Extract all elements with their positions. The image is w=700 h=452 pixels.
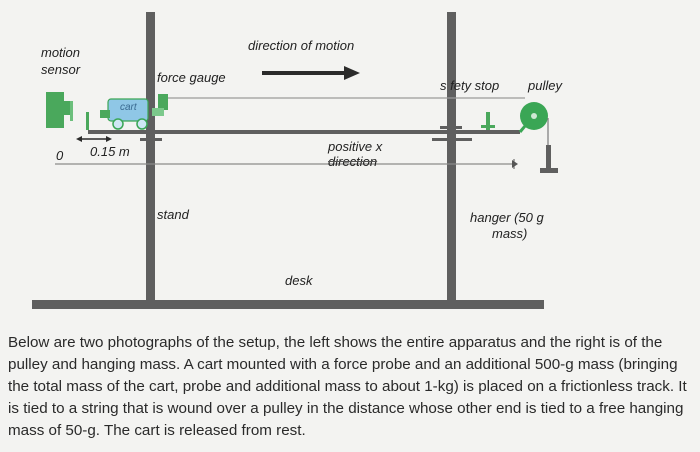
x-axis — [55, 159, 518, 169]
motion-sensor-label-line2: sensor — [41, 62, 81, 77]
pulley — [518, 102, 549, 148]
hanger-mass — [540, 145, 558, 173]
direction-of-motion-label: direction of motion — [248, 38, 355, 53]
direction-of-motion-arrow — [262, 66, 360, 80]
right-clamp-small — [440, 126, 462, 129]
left-stand-pole — [146, 12, 155, 302]
desk-label: desk — [285, 273, 313, 288]
distance-arrow — [76, 136, 112, 142]
right-clamp — [432, 138, 472, 141]
pulley-label: pulley — [528, 78, 562, 93]
stand-label: stand — [157, 207, 189, 222]
origin-label: 0 — [56, 148, 64, 163]
distance-label: 0.15 m — [90, 144, 130, 159]
sensor-post — [86, 112, 89, 130]
hanger-label-line1: hanger (50 g — [470, 210, 544, 225]
motion-sensor-label-line1: motion — [41, 45, 81, 60]
force-gauge — [152, 94, 168, 116]
apparatus-diagram — [32, 12, 558, 309]
hanger-label-line2: mass) — [492, 226, 528, 241]
safety-stop — [481, 112, 495, 130]
cart-label: cart — [120, 102, 137, 113]
left-clamp — [140, 138, 162, 141]
description-paragraph: Below are two photographs of the setup, … — [8, 334, 687, 439]
positive-x-label-line2: direction — [328, 154, 378, 169]
safety-stop-label: s fety stop — [440, 78, 500, 93]
cart — [100, 98, 149, 130]
positive-x-label-line1: positive x — [328, 139, 383, 154]
right-stand-pole — [447, 12, 456, 302]
force-gauge-label: force gauge — [157, 70, 226, 85]
track — [88, 130, 520, 134]
desk — [32, 300, 544, 309]
motion-sensor — [46, 92, 73, 128]
